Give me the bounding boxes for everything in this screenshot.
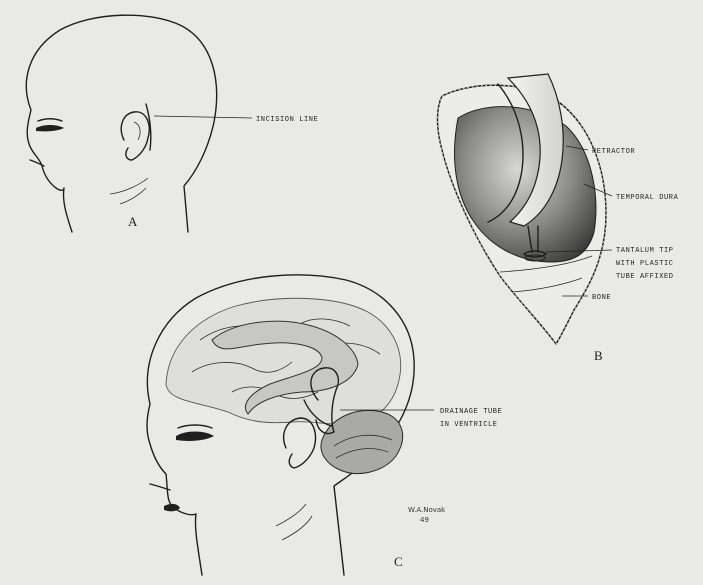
incision-label: INCISION LINE [256, 116, 318, 124]
panel-letter-c: C [394, 554, 403, 569]
brain [166, 298, 401, 424]
retractor-label: RETRACTOR [592, 148, 635, 156]
tip-label-2: WITH PLASTIC [616, 260, 674, 268]
dura-label: TEMPORAL DURA [616, 194, 679, 202]
ear-a [121, 112, 149, 160]
drainage-label-2: IN VENTRICLE [440, 421, 498, 429]
panel-b: RETRACTOR TEMPORAL DURA TANTALUM TIP WIT… [438, 74, 679, 363]
panel-a: INCISION LINE A [26, 15, 318, 232]
ear-c [284, 418, 316, 468]
panel-letter-a: A [128, 214, 138, 229]
tip-label-1: TANTALUM TIP [616, 247, 674, 255]
tip-label-3: TUBE AFFIXED [616, 273, 674, 281]
bone-label: BONE [592, 294, 611, 302]
artist-signature-year: 49 [420, 516, 429, 524]
eye-a [36, 125, 64, 131]
panel-c: DRAINAGE TUBE IN VENTRICLE W.A.Novak 49 … [147, 275, 502, 575]
drainage-label-1: DRAINAGE TUBE [440, 408, 502, 416]
eye-c [176, 432, 214, 441]
artist-signature: W.A.Novak [408, 506, 446, 514]
panel-letter-b: B [594, 348, 603, 363]
